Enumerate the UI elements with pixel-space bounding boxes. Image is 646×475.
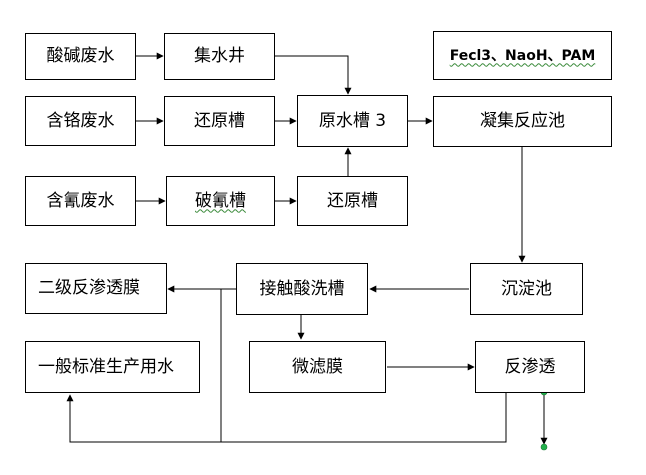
node-chromium-wastewater: 含铬废水 <box>25 96 136 146</box>
node-sump: 集水井 <box>164 33 275 80</box>
node-label: 含铬废水 <box>46 110 115 131</box>
node-label: 集水井 <box>194 46 245 66</box>
node-general-production-water: 一般标准生产用水 <box>25 341 200 393</box>
node-label: 酸碱废水 <box>46 46 115 66</box>
node-coagulation-tank: 凝集反应池 <box>433 96 612 147</box>
node-label: 破氰槽 <box>195 190 246 211</box>
node-label: 反渗透 <box>504 356 556 377</box>
node-label: 沉淀池 <box>501 278 552 299</box>
edge-sump-to-raw <box>275 55 352 95</box>
node-sedimentation-tank: 沉淀池 <box>470 263 583 315</box>
node-secondary-ro-membrane: 二级反渗透膜 <box>25 263 167 314</box>
node-contact-acid-wash-tank: 接触酸洗槽 <box>236 263 368 315</box>
node-label: 凝集反应池 <box>480 111 565 131</box>
node-cyanide-breaking-tank: 破氰槽 <box>166 176 275 226</box>
connector-dot-bottom <box>540 443 548 451</box>
node-reduction-tank-2: 还原槽 <box>297 176 408 226</box>
node-label: Fecl3、NaoH、PAM <box>449 47 596 64</box>
node-reduction-tank-1: 还原槽 <box>164 96 275 146</box>
node-label: 含氰废水 <box>46 190 115 211</box>
node-chemicals: Fecl3、NaoH、PAM <box>433 31 612 80</box>
node-label: 一般标准生产用水 <box>38 356 174 377</box>
node-label: 接触酸洗槽 <box>259 278 345 299</box>
node-cyanide-wastewater: 含氰废水 <box>25 176 136 226</box>
node-acid-alkali-wastewater: 酸碱废水 <box>25 33 136 80</box>
node-label: 微滤膜 <box>292 356 343 377</box>
edge-ro-to-general-water <box>66 393 507 443</box>
node-raw-water-tank: 原水槽 3 <box>297 95 408 147</box>
node-microfiltration: 微滤膜 <box>249 341 386 393</box>
node-label: 原水槽 3 <box>318 110 387 131</box>
node-reverse-osmosis: 反渗透 <box>475 341 585 393</box>
node-label: 还原槽 <box>194 110 245 131</box>
node-label: 还原槽 <box>327 190 378 211</box>
node-label: 二级反渗透膜 <box>38 278 140 298</box>
